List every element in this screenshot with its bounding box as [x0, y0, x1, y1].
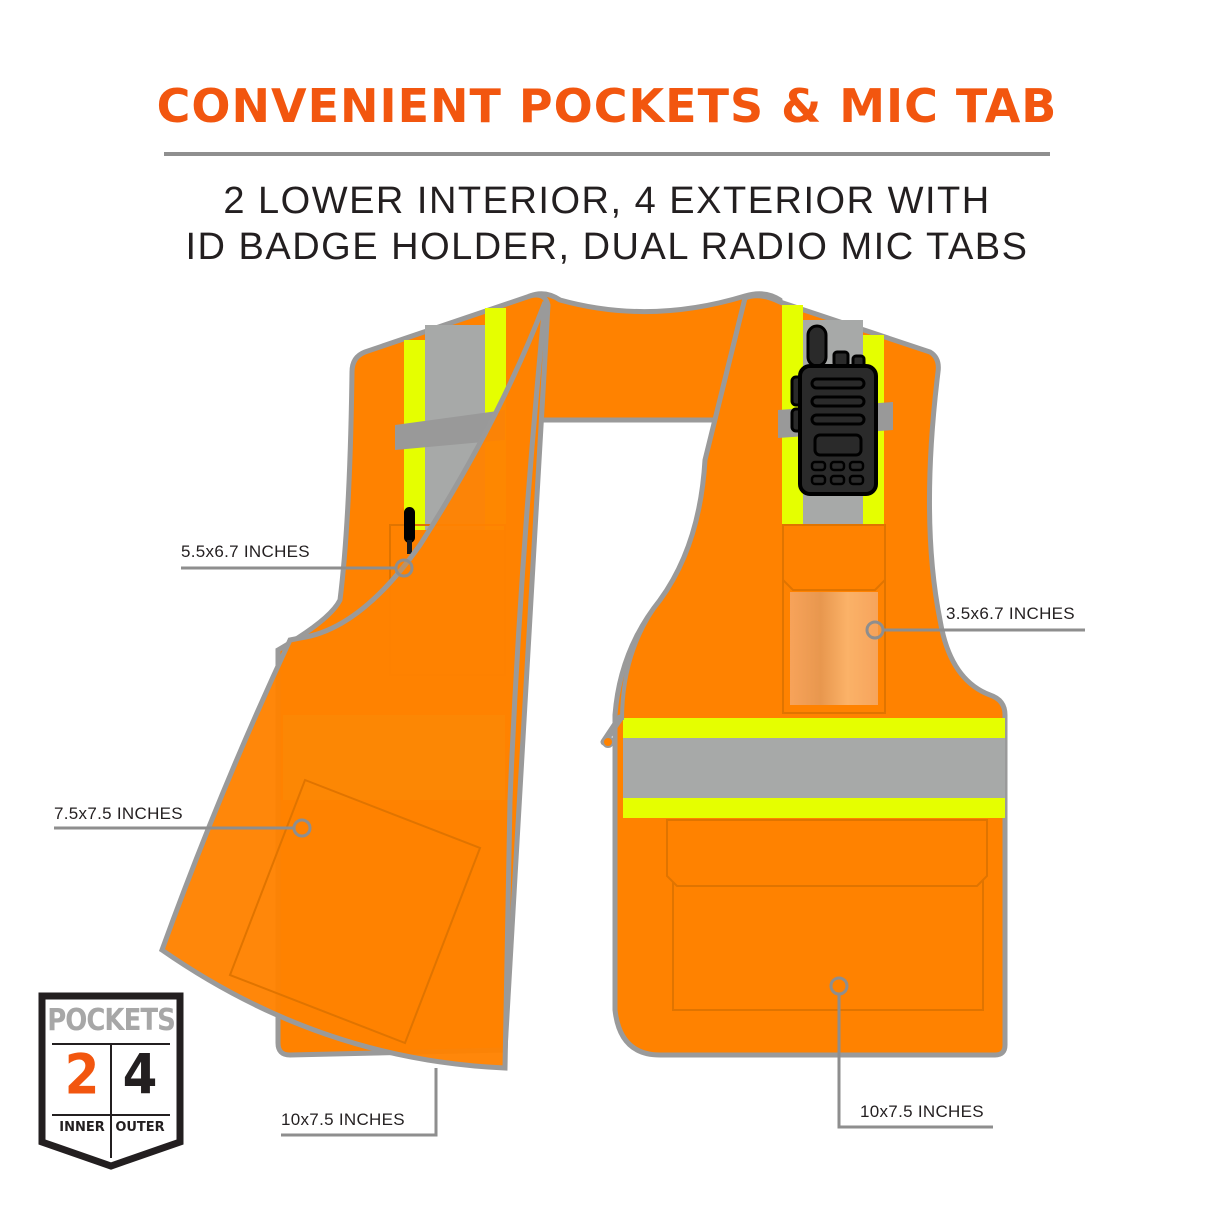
subtitle: 2 LOWER INTERIOR, 4 EXTERIOR WITH ID BAD…	[0, 178, 1214, 270]
chest-stripe-yellow-top	[623, 718, 1005, 738]
callout-label-lower-left: 10x7.5 INCHES	[281, 1110, 405, 1129]
zipper-line	[620, 459, 707, 721]
id-badge-pocket	[782, 524, 886, 714]
callout-dot-upper-left	[394, 558, 414, 578]
badge-heading: POCKETS	[47, 1003, 176, 1039]
callout-line-lower-right	[837, 994, 993, 1129]
callout-label-interior: 7.5x7.5 INCHES	[54, 804, 183, 823]
shield-icon	[38, 992, 184, 1170]
chest-stripe-yellow-bottom	[623, 798, 1005, 818]
page-title: CONVENIENT POCKETS & MIC TAB	[156, 79, 1058, 133]
lower-right-pocket	[666, 819, 988, 1011]
callout-label-upper-left: 5.5x6.7 INCHES	[181, 542, 310, 561]
chest-stripe-silver	[623, 738, 1005, 798]
title-divider	[164, 152, 1050, 156]
callout-dot-lower-right	[829, 976, 849, 996]
badge-outer-label: OUTER	[115, 1120, 165, 1135]
callout-label-id-badge: 3.5x6.7 INCHES	[946, 604, 1075, 623]
badge-inner-count: 2	[64, 1043, 100, 1107]
interior-band	[283, 715, 505, 800]
callout-label-lower-right: 10x7.5 INCHES	[860, 1102, 984, 1121]
interior-left-pocket	[228, 778, 482, 1045]
callout-line-lower-left	[281, 1068, 438, 1137]
subtitle-line-1: 2 LOWER INTERIOR, 4 EXTERIOR WITH	[223, 180, 991, 222]
badge-inner-label: INNER	[59, 1120, 105, 1135]
pockets-badge: POCKETS 2 4 INNER OUTER	[38, 992, 184, 1170]
two-way-radio-icon	[790, 324, 878, 496]
left-mic-tab	[395, 410, 505, 450]
subtitle-line-2: ID BADGE HOLDER, DUAL RADIO MIC TABS	[185, 226, 1029, 268]
badge-outer-count: 4	[122, 1043, 158, 1107]
callout-dot-id-badge	[865, 620, 885, 640]
mic-tab-icon	[404, 507, 415, 554]
vest-open-flap	[158, 301, 548, 1071]
zipper-pull-icon	[600, 714, 624, 748]
callout-dot-interior	[292, 818, 312, 838]
